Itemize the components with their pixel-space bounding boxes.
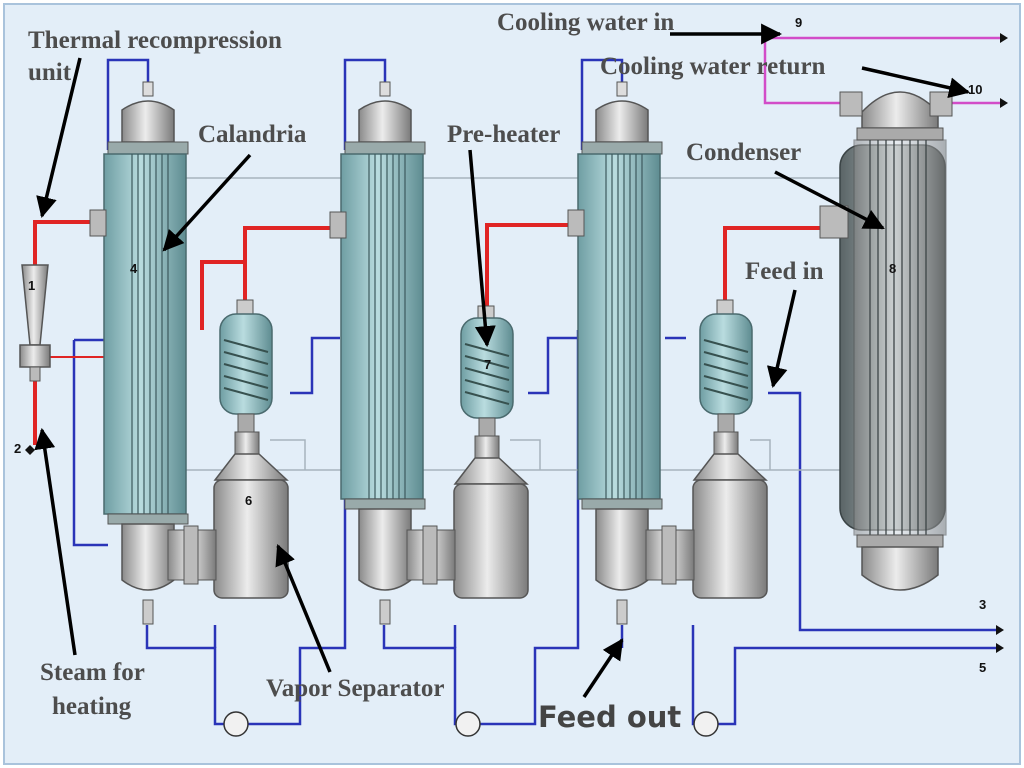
label-pre-heater: Pre-heater xyxy=(447,121,561,148)
preheater-1 xyxy=(219,299,273,433)
arrow-feed-in xyxy=(766,289,797,389)
steam-lines xyxy=(33,220,820,445)
stream-number-5: 5 xyxy=(979,660,987,675)
pump-2 xyxy=(455,711,481,737)
arrow-steam xyxy=(34,427,77,656)
stream-endpoints xyxy=(25,33,1008,653)
stream-number-9: 9 xyxy=(795,15,803,30)
arrow-vapor-separator xyxy=(275,544,332,673)
label-thermal-recompression: Thermal recompression xyxy=(28,27,282,54)
label-steam-for: Steam for xyxy=(40,659,145,686)
pump-1 xyxy=(223,711,249,737)
label-cooling-water-return: Cooling water return xyxy=(600,53,826,80)
arrow-thermal xyxy=(36,57,82,219)
thermal-recompression-unit xyxy=(19,264,51,382)
annotation-arrows xyxy=(34,23,971,698)
condenser-vessel xyxy=(819,91,953,591)
arrow-calandria xyxy=(162,153,252,252)
stream-number-2: 2 xyxy=(14,441,22,456)
pump-3 xyxy=(693,711,719,737)
stream-number-10: 10 xyxy=(968,82,983,97)
label-feed-out: Feed out xyxy=(538,700,682,734)
label-cooling-water-in: Cooling water in xyxy=(497,9,675,36)
preheater-3 xyxy=(699,299,753,433)
arrow-condenser xyxy=(774,170,885,230)
stream-number-4: 4 xyxy=(130,261,138,276)
label-thermal-recompression-unit: unit xyxy=(28,59,72,86)
label-feed-in: Feed in xyxy=(745,258,824,285)
label-heating: heating xyxy=(52,693,132,720)
label-vapor-separator: Vapor Separator xyxy=(266,675,445,702)
stream-number-6: 6 xyxy=(245,493,253,508)
vapor-separator-2 xyxy=(406,435,529,599)
stream-number-1: 1 xyxy=(28,278,36,293)
preheater-2 xyxy=(460,305,514,437)
evaporator-column-2 xyxy=(329,81,426,625)
cooling-lines xyxy=(763,36,1003,105)
stream-number-8: 8 xyxy=(889,261,897,276)
stream-number-7: 7 xyxy=(484,357,492,372)
arrow-preheater xyxy=(468,149,496,348)
process-lines xyxy=(72,58,1000,726)
arrow-feed-out xyxy=(582,638,624,698)
vapor-separator-1 xyxy=(167,431,289,599)
label-calandria: Calandria xyxy=(198,121,307,148)
stream-number-3: 3 xyxy=(979,597,987,612)
evaporator-column-1 xyxy=(89,81,189,625)
arrow-cooling-return xyxy=(861,66,971,99)
label-condenser: Condenser xyxy=(686,139,802,166)
pumps xyxy=(223,711,719,737)
evaporator-column-3 xyxy=(567,81,663,625)
vapor-separator-3 xyxy=(645,431,768,599)
